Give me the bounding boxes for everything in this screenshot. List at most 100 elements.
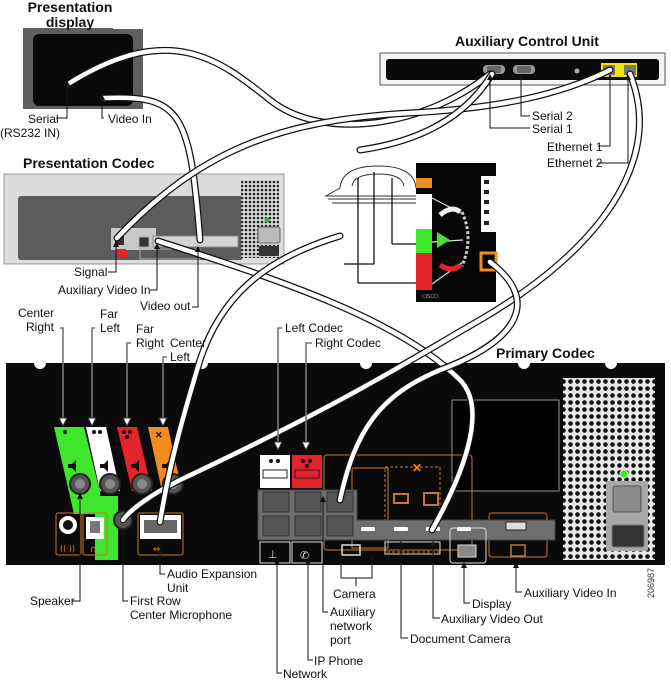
far-right-jack-core — [137, 479, 147, 489]
label-acu-serial2: Serial 2 — [532, 109, 573, 123]
presentation-display-title-line1: Presentation — [27, 0, 113, 15]
center-right-dot — [63, 430, 67, 434]
label-display: Display — [472, 597, 512, 611]
label-far-right: Far Right — [136, 322, 164, 350]
label-speaker: Speaker — [30, 594, 75, 608]
line-out-jack-core — [63, 520, 73, 530]
label-pcodec-video-out: Video out — [140, 299, 191, 313]
label-far-left-line1: Far — [100, 307, 118, 321]
cable-aeu-orange-to-aux-net — [336, 258, 521, 504]
label-left-codec: Left Codec — [285, 321, 344, 335]
cable-pcodec-signal-to-acu-eth1 — [113, 66, 614, 242]
left-codec-slot — [262, 469, 288, 479]
label-center-left: Center Left — [170, 336, 206, 364]
label-ip-phone: IP Phone — [314, 654, 364, 668]
headphone-box — [82, 512, 108, 556]
label-camera: Camera — [333, 587, 376, 601]
acu-indicator-icon — [574, 68, 580, 74]
cables — [64, 46, 643, 534]
leader-lines — [56, 78, 629, 674]
presentation-codec-power-switch — [259, 246, 279, 256]
label-aux-video-in: Auxiliary Video In — [524, 586, 617, 600]
label-right-codec: Right Codec — [315, 336, 382, 350]
cable-acu-serial-to-pcodec — [356, 70, 496, 154]
label-aux-network-line1: Auxiliary — [330, 605, 376, 619]
headphone-icon: ∩ — [90, 545, 97, 555]
far-left-dots — [92, 430, 102, 434]
microphone-pod — [324, 165, 432, 283]
label-aux-network-line3: port — [330, 633, 351, 647]
label-pcodec-aux-video-in: Auxiliary Video In — [58, 283, 151, 297]
network-icon: ⊥ — [268, 548, 278, 561]
presentation-display-title-line2: display — [45, 14, 95, 30]
label-acu-serial1: Serial 1 — [532, 122, 573, 136]
line-out-box — [55, 512, 82, 556]
label-display-video-in: Video In — [108, 112, 152, 126]
label-audio-expansion: Audio Expansion Unit — [167, 567, 257, 595]
cisco-logo: CISCO — [422, 294, 438, 300]
presentation-codec-vent — [241, 180, 279, 258]
rj45-ports — [262, 491, 354, 537]
label-audio-expansion-line2: Unit — [167, 581, 189, 595]
label-center-left-line1: Center — [170, 336, 207, 350]
label-document-camera: Document Camera — [410, 632, 511, 646]
aeu-fan-diagram — [431, 197, 470, 285]
far-left-jack-core — [105, 479, 115, 489]
presentation-codec-aux-video-in-port — [138, 236, 150, 248]
audio-expansion-port-inner — [144, 520, 177, 533]
label-center-right-line2: Right — [25, 320, 54, 334]
label-far-left: Far Left — [100, 307, 120, 335]
audio-expansion-icon: ⇔ — [153, 545, 161, 555]
label-far-right-line1: Far — [136, 322, 154, 336]
power-switch — [611, 524, 645, 548]
display-port-icon — [457, 544, 477, 558]
label-aux-video-out: Auxiliary Video Out — [441, 612, 543, 626]
cable-aeu-to-primary-aeu-port — [156, 232, 344, 526]
camera-icon — [393, 493, 409, 504]
label-center-left-line2: Left — [170, 350, 191, 364]
aux-video-in-icon — [510, 544, 526, 557]
presentation-codec-power-inlet — [257, 226, 281, 244]
headphone-port-inner — [90, 521, 100, 533]
presentation-codec-title: Presentation Codec — [23, 155, 155, 171]
far-right-dots — [122, 430, 132, 439]
label-pcodec-signal: Signal — [74, 265, 108, 279]
dvi-port — [505, 521, 527, 531]
label-center-right: Center Right — [14, 306, 58, 334]
arrowheads — [64, 74, 631, 568]
aeu-red-block — [416, 253, 432, 290]
label-network: Network — [283, 667, 328, 681]
label-acu-ethernet1: Ethernet 1 — [547, 140, 603, 154]
presentation-codec-expansion-slot — [152, 235, 239, 248]
figure-id: 206987 — [646, 567, 656, 598]
acu-ethernet-2-port — [624, 65, 636, 75]
power-socket — [612, 485, 642, 513]
label-far-right-line2: Right — [136, 336, 165, 350]
acu-title: Auxiliary Control Unit — [455, 33, 599, 49]
camera-port-icon — [341, 544, 361, 556]
label-audio-expansion-line1: Audio Expansion — [167, 567, 258, 581]
primary-codec-title: Primary Codec — [496, 345, 595, 361]
presentation-codec-signal-port — [115, 236, 124, 245]
aeu-right-port-icons — [484, 180, 489, 225]
center-left-x-icon: ✕ — [155, 430, 163, 440]
label-first-row-mic-line1: First Row — [130, 594, 181, 608]
open-arrowheads — [58, 417, 311, 452]
left-codec-dots — [269, 459, 280, 463]
center-right-jack-core — [75, 479, 85, 489]
cable-display-video-to-pcodec — [100, 94, 204, 244]
label-far-left-line2: Left — [100, 321, 121, 335]
label-center-right-line1: Center — [17, 306, 55, 320]
line-out-icon: ((·)) — [60, 544, 75, 553]
aeu-orange-port — [479, 251, 498, 272]
aeu-white-block — [416, 194, 432, 229]
label-aux-network-port: Auxiliary network port — [330, 605, 375, 647]
doc-camera-icon — [423, 492, 439, 506]
label-display-serial-sub: (RS232 IN) — [0, 126, 61, 140]
presentation-codec-power-led-icon — [264, 217, 270, 223]
phone-icon: ✆ — [300, 549, 309, 562]
presentation-display-title: Presentation display — [18, 0, 122, 30]
right-codec-slot — [294, 469, 320, 479]
right-codec-dots — [301, 459, 312, 468]
